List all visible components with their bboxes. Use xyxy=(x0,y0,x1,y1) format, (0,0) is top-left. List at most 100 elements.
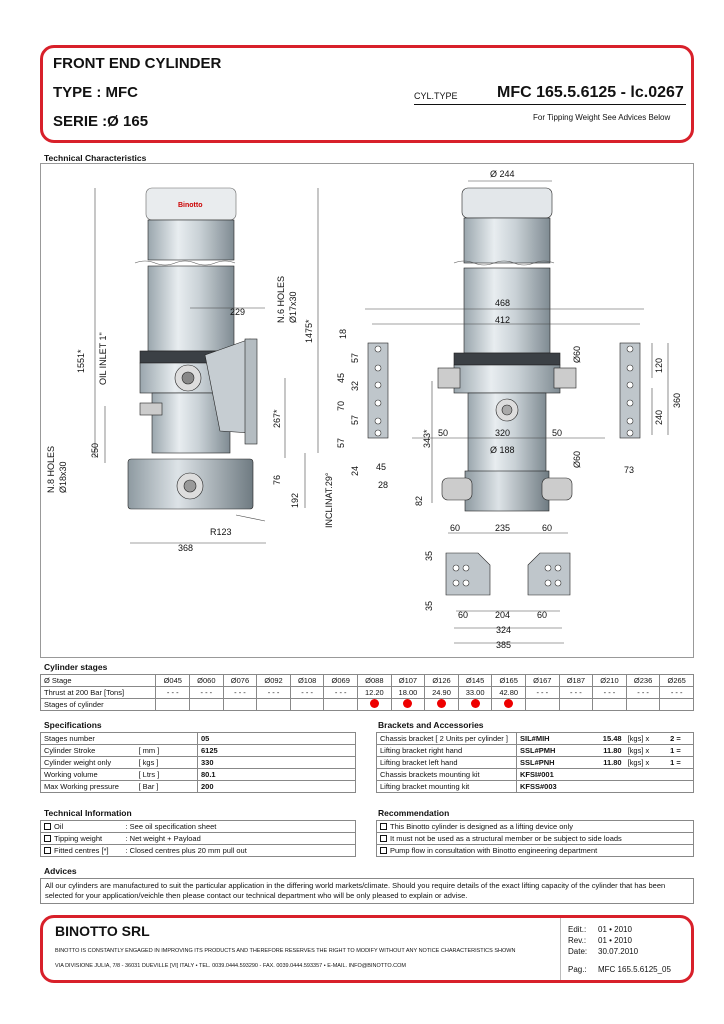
edit-label: Edit.: xyxy=(568,925,587,934)
dim-r123: R123 xyxy=(210,527,232,537)
dim-35b: 35 xyxy=(424,601,434,611)
tech-info-row: Fitted centres [*]: Closed centres plus … xyxy=(40,844,356,857)
stage-active-cell xyxy=(390,698,426,711)
page-title: FRONT END CYLINDER xyxy=(53,55,222,72)
spec-value: 200 xyxy=(197,780,356,793)
spec-value: 330 xyxy=(197,756,356,769)
stage-thrust-cell: - - - xyxy=(256,686,291,699)
stage-active-cell xyxy=(155,698,191,711)
stage-active-cell xyxy=(659,698,694,711)
spec-label: Cylinder Stroke xyxy=(40,744,136,757)
dim-385: 385 xyxy=(496,640,511,650)
recommendation-cell: This Binotto cylinder is designed as a l… xyxy=(376,820,694,833)
dim-60f: 60 xyxy=(537,610,547,620)
dim-28: 28 xyxy=(378,480,388,490)
dim-250: 250 xyxy=(90,443,100,458)
checkbox-icon xyxy=(44,823,51,830)
dim-204: 204 xyxy=(495,610,510,620)
bracket-qty xyxy=(667,780,695,793)
header-box xyxy=(40,45,694,143)
dim-60e: 60 xyxy=(458,610,468,620)
dim-45a: 45 xyxy=(336,373,346,383)
d17x30: Ø17x30 xyxy=(288,291,298,323)
dim-1475: 1475* xyxy=(304,319,314,343)
dim-60c: 60 xyxy=(450,523,460,533)
dim-45b: 45 xyxy=(376,462,386,472)
stage-col-header: Ø088 xyxy=(357,674,392,687)
footer-box xyxy=(40,915,694,983)
tech-info-value: : See oil specification sheet xyxy=(122,820,356,833)
stages-title: Cylinder stages xyxy=(44,662,108,672)
stage-active-cell xyxy=(256,698,291,711)
checkbox-icon xyxy=(380,823,387,830)
oil-inlet: OIL INLET 1" xyxy=(98,332,108,385)
stage-active-cell xyxy=(491,698,526,711)
spec-value: 6125 xyxy=(197,744,356,757)
spec-unit: [ mm ] xyxy=(135,744,198,757)
spec-row: Working volume[ Ltrs ]80.1 xyxy=(40,768,356,781)
pag-label: Pag.: xyxy=(568,965,587,974)
stage-thrust-cell: - - - xyxy=(592,686,627,699)
dim-d60b: Ø60 xyxy=(572,451,582,468)
dim-57b: 57 xyxy=(350,415,360,425)
stage-thrust-cell: - - - xyxy=(289,686,325,699)
n6-holes: N.6 HOLES xyxy=(276,276,286,323)
bracket-qty: 2 = xyxy=(667,732,695,745)
stage-active-cell xyxy=(625,698,661,711)
active-stage-dot-icon xyxy=(403,699,413,708)
dim-324: 324 xyxy=(496,625,511,635)
dim-50b: 50 xyxy=(552,428,562,438)
tech-info-value: : Closed centres plus 20 mm pull out xyxy=(122,844,356,857)
recommendation-row: It must not be used as a structural memb… xyxy=(376,832,694,845)
dim-d188: Ø 188 xyxy=(490,445,515,455)
checkbox-icon xyxy=(380,847,387,854)
dim-57c: 57 xyxy=(336,438,346,448)
stage-active-cell xyxy=(323,698,359,711)
bracket-code: KFSS#003 xyxy=(516,780,587,793)
stage-thrust-cell: - - - xyxy=(525,686,560,699)
stage-col-header: Ø107 xyxy=(390,674,426,687)
spec-row: Cylinder weight only[ kgs ]330 xyxy=(40,756,356,769)
bracket-qty: 1 = xyxy=(667,756,695,769)
cyl-type-underline xyxy=(414,104,686,105)
recommendation-text: This Binotto cylinder is designed as a l… xyxy=(390,822,574,831)
dim-57a: 57 xyxy=(350,353,360,363)
spec-unit xyxy=(135,732,198,745)
recommendation-table: This Binotto cylinder is designed as a l… xyxy=(376,820,694,857)
active-stage-dot-icon xyxy=(470,699,480,708)
inclination: INCLINAT.29° xyxy=(324,472,334,528)
stage-active-cell xyxy=(357,698,392,711)
bracket-label: Lifting bracket left hand xyxy=(376,756,517,769)
stage-thrust-cell: - - - xyxy=(558,686,594,699)
stage-col-header: Ø167 xyxy=(525,674,560,687)
stage-col-header: Ø069 xyxy=(323,674,359,687)
dim-192: 192 xyxy=(290,493,300,508)
checkbox-icon xyxy=(44,835,51,842)
brand-label: Binotto xyxy=(178,202,203,209)
checkbox-icon xyxy=(44,847,51,854)
spec-label: Stages number xyxy=(40,732,136,745)
dim-50a: 50 xyxy=(438,428,448,438)
advices-box: All our cylinders are manufactured to su… xyxy=(40,878,694,904)
stage-col-header: Ø187 xyxy=(558,674,594,687)
spec-row: Cylinder Stroke[ mm ]6125 xyxy=(40,744,356,757)
date-label: Date: xyxy=(568,947,588,956)
spec-value: 05 xyxy=(197,732,356,745)
recommendation-row: This Binotto cylinder is designed as a l… xyxy=(376,820,694,833)
bracket-code: SIL#MIH xyxy=(516,732,587,745)
stage-active-cell xyxy=(424,698,459,711)
bracket-unit xyxy=(624,768,668,781)
tech-info-label-cell: Tipping weight xyxy=(40,832,123,845)
stage-col-header: Ø045 xyxy=(155,674,191,687)
stage-thrust-cell: - - - xyxy=(625,686,661,699)
recommendation-cell: It must not be used as a structural memb… xyxy=(376,832,694,845)
bracket-weight xyxy=(586,768,625,781)
stage-active-cell xyxy=(592,698,627,711)
dim-240: 240 xyxy=(654,410,664,425)
tech-char-title: Technical Characteristics xyxy=(44,153,147,163)
